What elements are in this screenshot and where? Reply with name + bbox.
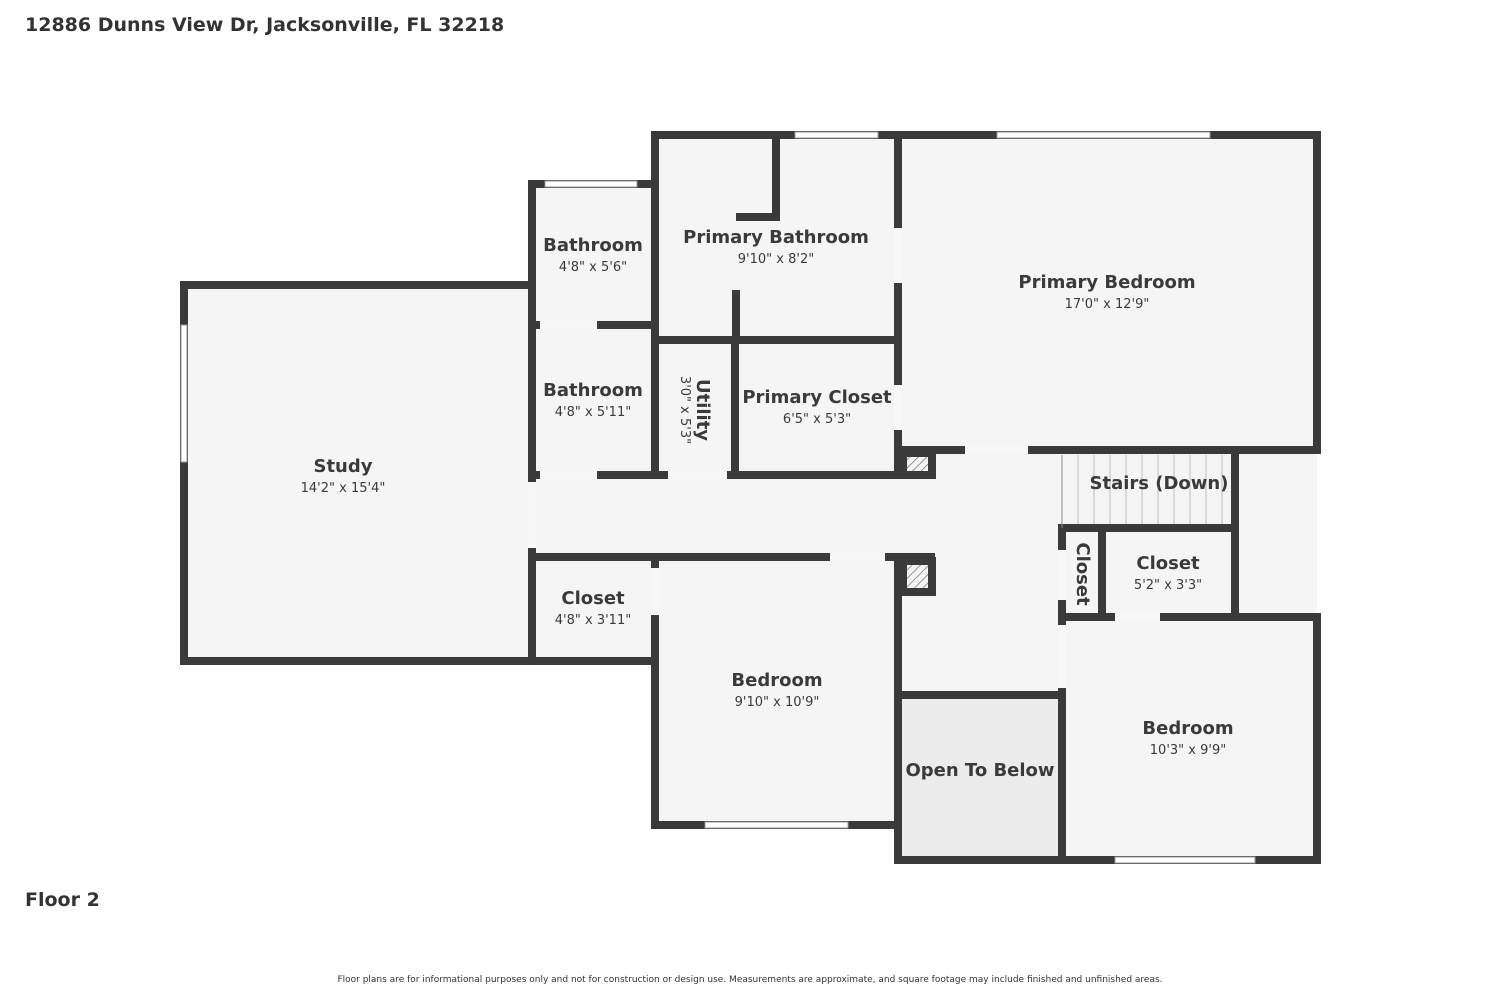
svg-text:Study: Study [313,456,372,477]
room-primary-bathroom: Primary Bathroom 9'10" x 8'2" [683,227,869,267]
open-to-below-area [898,695,1062,860]
room-bedroom-2: Bedroom 10'3" x 9'9" [1142,718,1233,758]
svg-text:17'0" x 12'9": 17'0" x 12'9" [1065,297,1150,312]
svg-text:Utility: Utility [692,379,713,441]
svg-text:Bathroom: Bathroom [543,235,643,256]
room-primary-bedroom: Primary Bedroom 17'0" x 12'9" [1018,272,1195,312]
room-bedroom-1: Bedroom 9'10" x 10'9" [731,670,822,710]
hatched-column [907,565,928,588]
disclaimer: Floor plans are for informational purpos… [337,975,1163,985]
svg-text:Closet: Closet [1136,553,1200,574]
room-closet-small: Closet [1072,542,1093,606]
svg-text:14'2" x 15'4": 14'2" x 15'4" [301,481,386,496]
hatched-column [907,457,928,471]
svg-text:5'2" x 3'3": 5'2" x 3'3" [1134,578,1202,593]
svg-text:4'8" x 3'11": 4'8" x 3'11" [555,613,631,628]
svg-text:Stairs (Down): Stairs (Down) [1090,473,1229,494]
room-open-to-below: Open To Below [905,760,1054,781]
floor-fill [184,135,1317,860]
door-openings [528,228,1160,688]
svg-text:9'10" x 10'9": 9'10" x 10'9" [735,695,820,710]
svg-text:3'0" x 5'3": 3'0" x 5'3" [677,376,692,444]
room-bathroom-1: Bathroom 4'8" x 5'6" [543,235,643,275]
room-closet-4x3: Closet 4'8" x 3'11" [555,588,631,628]
svg-text:9'10" x 8'2": 9'10" x 8'2" [738,252,814,267]
stairs [1061,455,1223,528]
address-title: 12886 Dunns View Dr, Jacksonville, FL 32… [25,14,505,36]
svg-text:Closet: Closet [1072,542,1093,606]
svg-text:4'8" x 5'11": 4'8" x 5'11" [555,405,631,420]
svg-text:4'8" x 5'6": 4'8" x 5'6" [559,260,627,275]
svg-text:Closet: Closet [561,588,625,609]
room-study: Study 14'2" x 15'4" [301,456,386,496]
svg-text:Bathroom: Bathroom [543,380,643,401]
room-closet-5x3: Closet 5'2" x 3'3" [1134,553,1202,593]
svg-text:Primary Closet: Primary Closet [742,387,892,408]
svg-text:Bedroom: Bedroom [1142,718,1233,739]
svg-text:Primary Bedroom: Primary Bedroom [1018,272,1195,293]
svg-text:6'5" x 5'3": 6'5" x 5'3" [783,412,851,427]
floor-label: Floor 2 [25,889,100,911]
windows [180,131,1256,864]
svg-text:Primary Bathroom: Primary Bathroom [683,227,869,248]
svg-text:Bedroom: Bedroom [731,670,822,691]
room-stairs: Stairs (Down) [1090,473,1229,494]
room-bathroom-2: Bathroom 4'8" x 5'11" [543,380,643,420]
room-primary-closet: Primary Closet 6'5" x 5'3" [742,387,892,427]
svg-text:Open To Below: Open To Below [905,760,1054,781]
svg-text:10'3" x 9'9": 10'3" x 9'9" [1150,743,1226,758]
